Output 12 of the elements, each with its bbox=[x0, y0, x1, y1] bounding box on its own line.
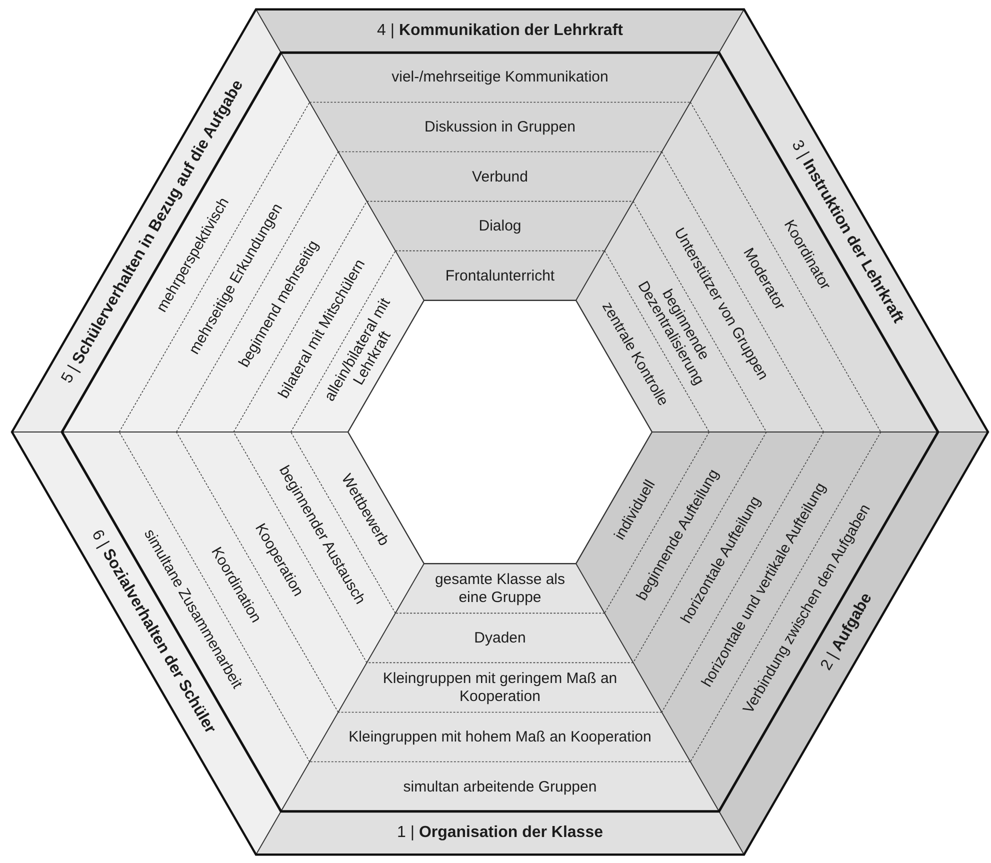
level-label: gesamte Klasse als eine Gruppe bbox=[430, 571, 570, 606]
level-label: Kleingruppen mit geringem Maß an Kooperation bbox=[372, 670, 628, 705]
dimension-heading: 1 | Organisation der Klasse bbox=[311, 822, 689, 843]
level-label: Dyaden bbox=[401, 629, 599, 647]
level-label: Frontalunterricht bbox=[430, 266, 570, 284]
level-label: Kleingruppen mit hohem Maß an Kooperation bbox=[344, 728, 656, 746]
level-label: simultan arbeitende Gruppen bbox=[316, 778, 684, 796]
level-label: viel-/mehrseitige Kommunikation bbox=[316, 68, 684, 86]
level-label: Verbund bbox=[372, 168, 628, 186]
dimension-heading: 4 | Kommunikation der Lehrkraft bbox=[311, 21, 689, 42]
level-label: Dialog bbox=[401, 217, 599, 235]
level-label: Diskussion in Gruppen bbox=[344, 118, 656, 136]
